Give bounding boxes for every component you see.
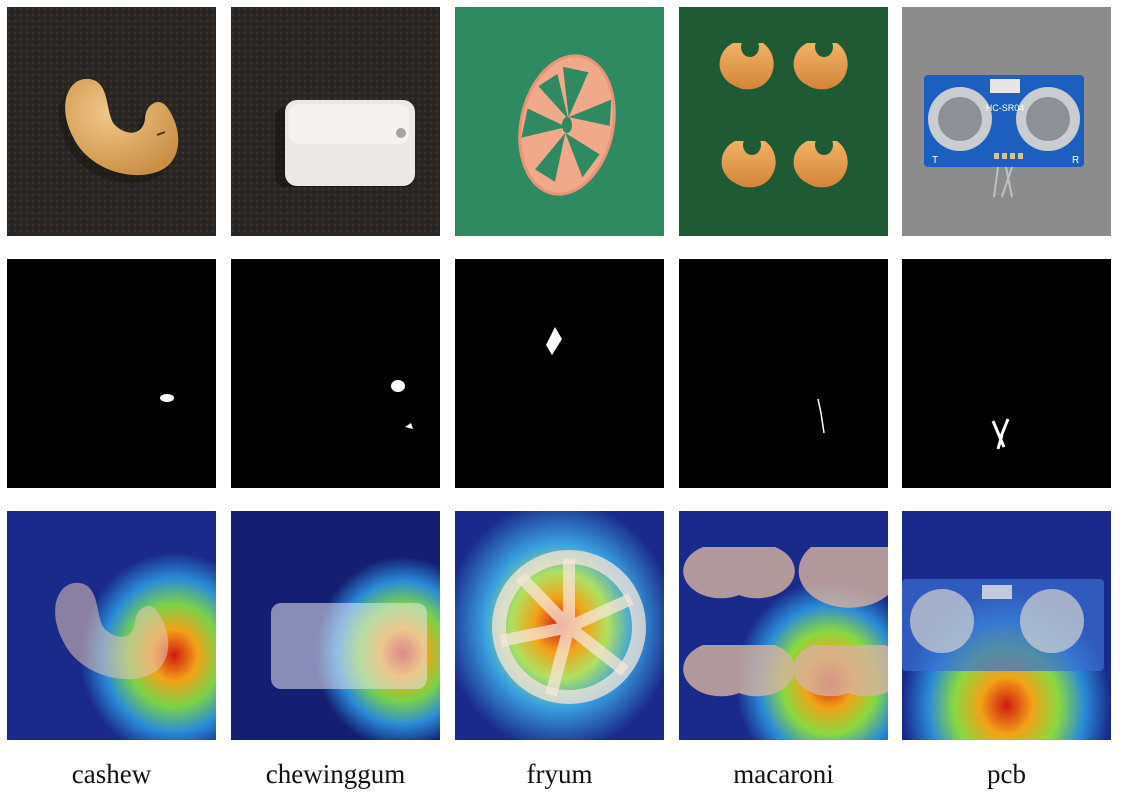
column-label-pcb: pcb — [987, 759, 1026, 789]
fryum-heatmap — [455, 511, 664, 740]
pcb-photo: HC-SR04 T R — [902, 7, 1111, 236]
macaroni-heatmap — [679, 511, 888, 740]
pcb-r-mark: R — [1072, 155, 1079, 166]
column-label-fryum: fryum — [526, 759, 593, 789]
cashew-mask — [7, 259, 216, 488]
cashew-heatmap — [7, 511, 216, 740]
column-label-chewinggum: chewinggum — [265, 759, 406, 789]
column-label-cashew: cashew — [71, 759, 152, 789]
pcb-mask — [902, 259, 1111, 488]
fryum-mask — [455, 259, 664, 488]
chewinggum-heatmap — [231, 511, 440, 740]
macaroni-mask — [679, 259, 888, 488]
macaroni-photo — [679, 7, 888, 236]
cashew-photo — [7, 7, 216, 236]
pcb-heatmap — [902, 511, 1111, 740]
pcb-model-text: HC-SR04 — [986, 103, 1025, 113]
fryum-photo — [455, 7, 664, 236]
chewinggum-photo — [231, 7, 440, 236]
column-label-macaroni: macaroni — [733, 759, 834, 789]
chewinggum-mask — [231, 259, 440, 488]
pcb-t-mark: T — [932, 155, 938, 166]
